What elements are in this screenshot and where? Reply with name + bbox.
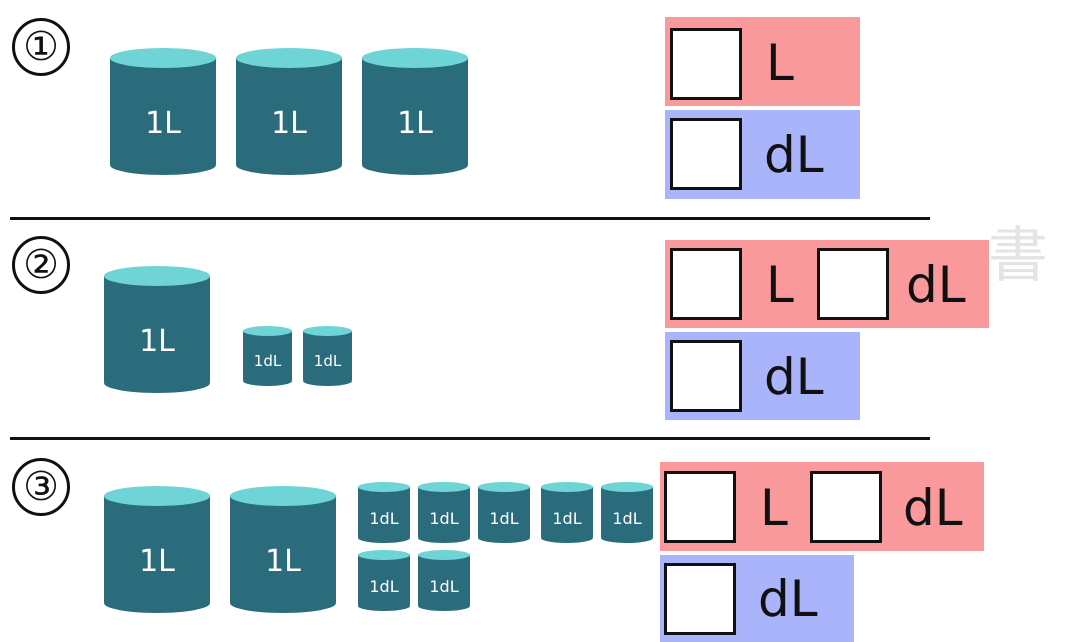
container-1dl: 1dL: [418, 550, 470, 611]
problem-number-3: ③: [12, 458, 70, 516]
container-label: 1L: [139, 544, 175, 579]
unit-label: dL: [764, 126, 824, 184]
answer-box[interactable]: [670, 248, 742, 320]
unit-label: L: [760, 479, 788, 537]
container-label: 1dL: [552, 509, 582, 528]
container-label: 1dL: [369, 509, 399, 528]
container-label: 1dL: [253, 352, 282, 370]
container-1l: 1L: [104, 486, 210, 613]
answer-box[interactable]: [810, 471, 882, 543]
container-1l: 1L: [362, 48, 468, 175]
container-1l: 1L: [110, 48, 216, 175]
container-1l: 1L: [230, 486, 336, 613]
problem-number-2: ②: [12, 236, 70, 294]
container-label: 1dL: [429, 577, 459, 596]
answer-box[interactable]: [664, 563, 736, 635]
container-label: 1dL: [612, 509, 642, 528]
container-label: 1dL: [369, 577, 399, 596]
unit-label: dL: [903, 479, 963, 537]
container-label: 1dL: [429, 509, 459, 528]
container-label: 1L: [139, 324, 175, 359]
problem-number-1: ①: [12, 18, 70, 76]
container-label: 1L: [265, 544, 301, 579]
container-1dl: 1dL: [358, 550, 410, 611]
container-1dl: 1dL: [541, 482, 593, 543]
divider: [10, 437, 930, 440]
container-1dl: 1dL: [303, 326, 352, 386]
unit-label: dL: [764, 348, 824, 406]
divider: [10, 217, 930, 220]
container-1l: 1L: [104, 266, 210, 393]
unit-label: L: [766, 34, 794, 92]
container-label: 1L: [145, 106, 181, 141]
container-1dl: 1dL: [243, 326, 292, 386]
answer-box[interactable]: [664, 471, 736, 543]
container-label: 1dL: [313, 352, 342, 370]
container-1dl: 1dL: [601, 482, 653, 543]
answer-box[interactable]: [670, 340, 742, 412]
answer-box[interactable]: [670, 118, 742, 190]
container-label: 1dL: [489, 509, 519, 528]
answer-box[interactable]: [670, 28, 742, 100]
container-1dl: 1dL: [358, 482, 410, 543]
answer-box[interactable]: [817, 248, 889, 320]
container-label: 1L: [271, 106, 307, 141]
container-1l: 1L: [236, 48, 342, 175]
unit-label: dL: [758, 570, 818, 628]
unit-label: L: [766, 256, 794, 314]
container-1dl: 1dL: [478, 482, 530, 543]
container-1dl: 1dL: [418, 482, 470, 543]
unit-label: dL: [906, 256, 966, 314]
watermark: 書: [988, 221, 1048, 291]
container-label: 1L: [397, 106, 433, 141]
